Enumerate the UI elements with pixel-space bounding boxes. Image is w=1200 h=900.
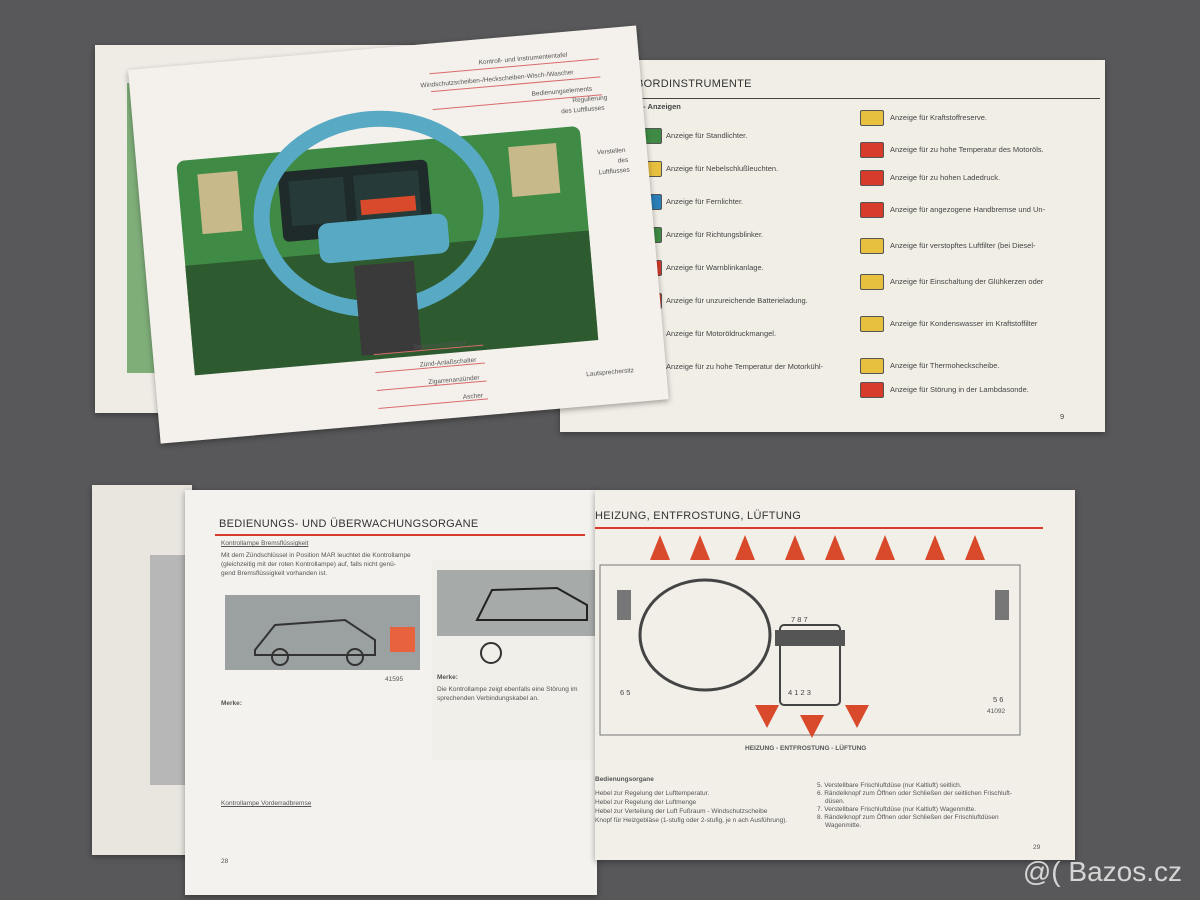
- section-heading: Bedienungsorgane: [595, 776, 654, 783]
- indicator-icon: [860, 170, 884, 186]
- figure-code: 41595: [385, 676, 404, 683]
- digits-top: 7 8 7: [791, 615, 808, 624]
- figure-code: 41092: [987, 708, 1006, 715]
- indicator-icon: [860, 358, 884, 374]
- left-list-2: Hebel zur Regelung der Luftmenge: [595, 799, 697, 806]
- callout-adjust-2: des: [617, 156, 629, 165]
- right-list-3: düsen.: [825, 798, 845, 805]
- para-line-1: Mit dem Zündschlüssel in Position MAR le…: [221, 552, 411, 559]
- indicator-icon: [860, 274, 884, 290]
- para-line-2: (gleichzeitig mit der roten Kontrollampe…: [221, 561, 396, 568]
- page-number: 9: [1060, 412, 1065, 421]
- note-line-2: sprechenden Verbindungskabel an.: [437, 695, 539, 702]
- indicator-label: Anzeige für unzureichende Batterieladung…: [666, 296, 808, 305]
- booklet-back-left: [92, 485, 192, 855]
- figure-caption: HEIZUNG - ENTFROSTUNG - LÜFTUNG: [745, 745, 867, 752]
- page-title: BEDIENUNGS- UND ÜBERWACHUNGSORGANE: [219, 518, 479, 530]
- page-number: 29: [1033, 844, 1041, 851]
- right-list-4: 7. Verstellbare Frischluftdüse (nur Kalt…: [817, 806, 977, 813]
- indicator-label: Anzeige für Thermoheckscheibe.: [890, 361, 1000, 370]
- digits-left: 6 5: [620, 688, 631, 697]
- indicator-label: Anzeige für Standlichter.: [666, 131, 748, 140]
- note-label: Merke:: [437, 674, 458, 681]
- indicator-label: Anzeige für Kondenswasser im Kraftstoffi…: [890, 319, 1038, 328]
- digits-mid: 4 1 2 3: [788, 688, 811, 697]
- brake-diagram: [225, 595, 420, 670]
- indicator-label: Anzeige für angezogene Handbremse und Un…: [890, 205, 1046, 214]
- indicator-label: Anzeige für Motoröldruckmangel.: [666, 329, 777, 338]
- manual-page-29: HEIZUNG, ENTFROSTUNG, LÜFTUNG: [595, 490, 1075, 860]
- manual-page-dashboard: Kontroll- und Instrumententafel Windschu…: [128, 25, 669, 444]
- indicator-icon: [860, 202, 884, 218]
- indicator-label: Anzeige für zu hohen Ladedruck.: [890, 173, 1001, 182]
- indicator-icon: [860, 142, 884, 158]
- indicator-icon: [860, 238, 884, 254]
- para-line-3: gend Bremsflüssigkeit vorhanden ist.: [221, 570, 328, 577]
- right-list-5: 8. Rändelknopf zum Öffnen oder Schließen…: [817, 814, 999, 821]
- digits-right: 5 6: [993, 695, 1004, 704]
- note-label: Merke:: [221, 700, 242, 707]
- dashboard-illustration: [176, 58, 603, 409]
- watermark: @( Bazos.cz: [1022, 856, 1182, 887]
- indicator-label: Anzeige für zu hohe Temperatur der Motor…: [666, 362, 824, 371]
- subheading: Kontrollampe Bremsflüssigkeit: [221, 540, 309, 547]
- indicator-label: Anzeige für Richtungsblinker.: [666, 230, 764, 239]
- indicator-label: Anzeige für Warnblinkanlage.: [666, 263, 764, 272]
- indicator-label: Anzeige für verstopftes Luftfilter (bei …: [890, 241, 1036, 250]
- left-list-4: Knopf für Heizgebläse (1-stufig oder 2-s…: [595, 817, 788, 824]
- indicator-label: Anzeige für Nebelschlußleuchten.: [666, 164, 779, 173]
- left-list-1: Hebel zur Regelung der Lufttemperatur.: [595, 790, 710, 797]
- page-number: 28: [221, 858, 229, 865]
- right-list-2: 6. Rändelknopf zum Öffnen oder Schließen…: [817, 790, 1012, 797]
- note-line-1: Die Kontrollampe zeigt ebenfalls eine St…: [437, 686, 578, 693]
- page-title: BORDINSTRUMENTE: [636, 78, 752, 90]
- car-diagram: [437, 570, 595, 636]
- indicator-label: Anzeige für Einschaltung der Glühkerzen …: [890, 277, 1044, 286]
- right-list-6: Wagenmitte.: [825, 822, 862, 829]
- page-title: HEIZUNG, ENTFROSTUNG, LÜFTUNG: [595, 510, 802, 522]
- indicator-label: Anzeige für Störung in der Lambdasonde.: [890, 385, 1029, 394]
- indicator-label: Anzeige für zu hohe Temperatur des Motor…: [890, 145, 1044, 154]
- indicator-icon: [860, 110, 884, 126]
- indicator-icon: [860, 382, 884, 398]
- section-heading: A - Anzeigen: [636, 102, 681, 111]
- heater-diagram: [599, 535, 1021, 738]
- right-list-1: 5. Verstellbare Frischluftdüse (nur Kalt…: [817, 782, 962, 789]
- indicator-label: Anzeige für Fernlichter.: [666, 197, 744, 206]
- left-list-3: Hebel zur Verteilung der Luft Fußraum - …: [595, 808, 768, 815]
- indicator-label: Anzeige für Kraftstoffreserve.: [890, 113, 987, 122]
- subheading-2: Kontrollampe Vorderradbremse: [221, 800, 312, 807]
- indicator-icon: [860, 316, 884, 332]
- manual-page-middle: Merke: Die Kontrollampe zeigt ebenfalls …: [432, 560, 602, 760]
